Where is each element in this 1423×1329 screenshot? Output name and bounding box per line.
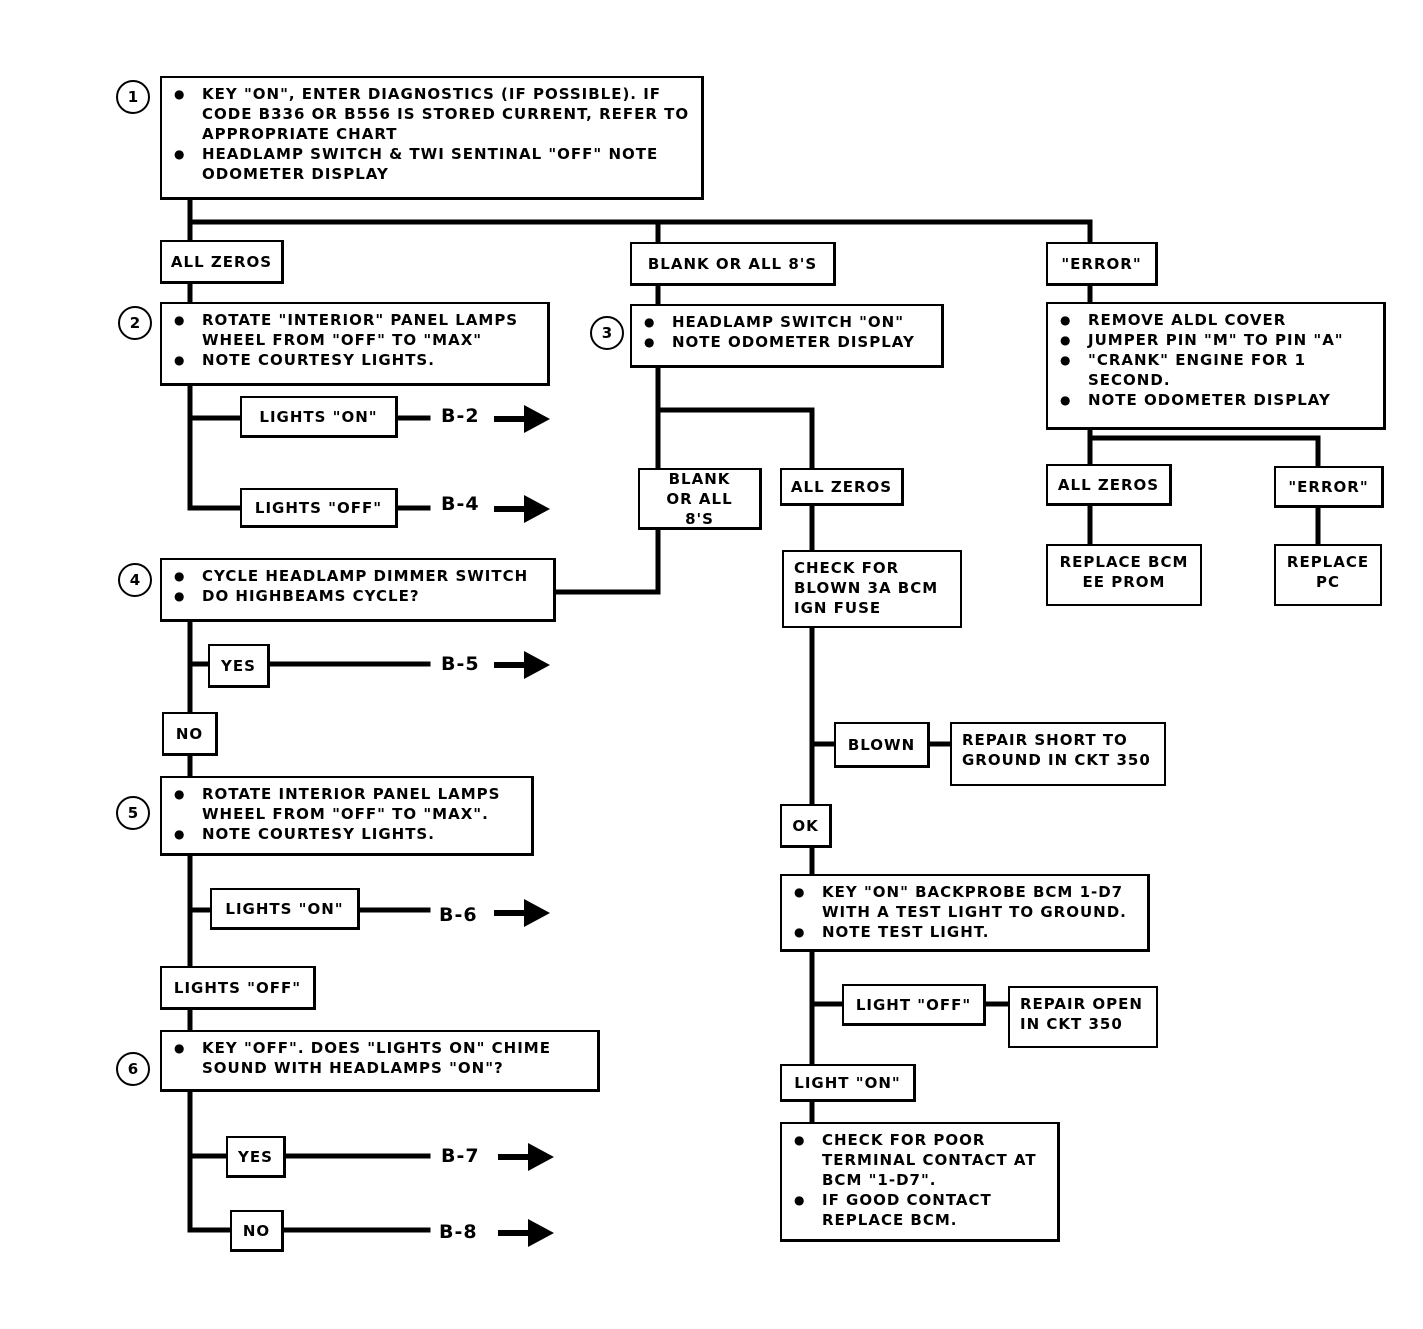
label-light-on: LIGHT "ON" — [780, 1064, 916, 1102]
step-4-box: CYCLE HEADLAMP DIMMER SWITCH DO HIGHBEAM… — [160, 558, 556, 622]
step-number-5: 5 — [116, 796, 150, 830]
test-light-box: KEY "ON" BACKPROBE BCM 1-D7 WITH A TEST … — [780, 874, 1150, 952]
error-procedure-bullet: JUMPER PIN "M" TO PIN "A" — [1056, 330, 1375, 350]
label-yes: YES — [208, 644, 270, 688]
right-arrow-icon — [494, 899, 550, 927]
step-2-bullet: ROTATE "INTERIOR" PANEL LAMPS WHEEL FROM… — [170, 310, 539, 350]
repair-short-box: REPAIR SHORT TO GROUND IN CKT 350 — [950, 722, 1166, 786]
step-number-2: 2 — [118, 306, 152, 340]
step-2-box: ROTATE "INTERIOR" PANEL LAMPS WHEEL FROM… — [160, 302, 550, 386]
right-arrow-icon — [498, 1219, 554, 1247]
terminal-contact-bullet: IF GOOD CONTACT REPLACE BCM. — [790, 1190, 1049, 1230]
terminal-contact-box: CHECK FOR POOR TERMINAL CONTACT AT BCM "… — [780, 1122, 1060, 1242]
label-lights-on: LIGHTS "ON" — [210, 888, 360, 930]
ref-b4: B-4 — [441, 493, 480, 515]
label-lights-on: LIGHTS "ON" — [240, 396, 398, 438]
ref-b8: B-8 — [439, 1221, 478, 1243]
label-no: NO — [162, 712, 218, 756]
step-3-bullet: HEADLAMP SWITCH "ON" — [640, 312, 933, 332]
connector — [553, 525, 661, 595]
step-5-bullet: NOTE COURTESY LIGHTS. — [170, 824, 523, 844]
step-2-bullet: NOTE COURTESY LIGHTS. — [170, 350, 539, 370]
label-all-zeros: ALL ZEROS — [160, 240, 284, 284]
connector — [655, 407, 815, 473]
check-fuse-box: CHECK FOR BLOWN 3A BCM IGN FUSE — [782, 550, 962, 628]
label-blank-or-all-8s: BLANK OR ALL 8'S — [638, 468, 762, 530]
label-light-off: LIGHT "OFF" — [842, 984, 986, 1026]
step-1-bullet: HEADLAMP SWITCH & TWI SENTINAL "OFF" NOT… — [170, 144, 693, 184]
right-arrow-icon — [494, 651, 550, 679]
right-arrow-icon — [498, 1143, 554, 1171]
label-ok: OK — [780, 804, 832, 848]
label-all-zeros: ALL ZEROS — [1046, 464, 1172, 506]
step-number-4: 4 — [118, 563, 152, 597]
label-lights-off: LIGHTS "OFF" — [240, 488, 398, 528]
repair-open-box: REPAIR OPEN IN CKT 350 — [1008, 986, 1158, 1048]
replace-pc-box: REPLACE PC — [1274, 544, 1382, 606]
error-procedure-box: REMOVE ALDL COVER JUMPER PIN "M" TO PIN … — [1046, 302, 1386, 430]
ref-b5: B-5 — [441, 653, 480, 675]
label-error: "ERROR" — [1274, 466, 1384, 508]
step-6-bullet: KEY "OFF". DOES "LIGHTS ON" CHIME SOUND … — [170, 1038, 589, 1078]
step-number-6: 6 — [116, 1052, 150, 1086]
step-4-bullet: DO HIGHBEAMS CYCLE? — [170, 586, 545, 606]
step-3-bullet: NOTE ODOMETER DISPLAY — [640, 332, 933, 352]
label-blank-or-all-8s: BLANK OR ALL 8'S — [630, 242, 836, 286]
step-4-bullet: CYCLE HEADLAMP DIMMER SWITCH — [170, 566, 545, 586]
step-1-bullet: KEY "ON", ENTER DIAGNOSTICS (IF POSSIBLE… — [170, 84, 693, 144]
label-lights-off: LIGHTS "OFF" — [160, 966, 316, 1010]
ref-b6: B-6 — [439, 904, 478, 926]
step-5-bullet: ROTATE INTERIOR PANEL LAMPS WHEEL FROM "… — [170, 784, 523, 824]
right-arrow-icon — [494, 405, 550, 433]
test-light-bullet: KEY "ON" BACKPROBE BCM 1-D7 WITH A TEST … — [790, 882, 1139, 922]
label-no: NO — [230, 1210, 284, 1252]
step-6-box: KEY "OFF". DOES "LIGHTS ON" CHIME SOUND … — [160, 1030, 600, 1092]
step-3-box: HEADLAMP SWITCH "ON" NOTE ODOMETER DISPL… — [630, 304, 944, 368]
step-5-box: ROTATE INTERIOR PANEL LAMPS WHEEL FROM "… — [160, 776, 534, 856]
connector — [187, 195, 1093, 225]
replace-bcm-ee-prom-box: REPLACE BCM EE PROM — [1046, 544, 1202, 606]
test-light-bullet: NOTE TEST LIGHT. — [790, 922, 1139, 942]
step-1-box: KEY "ON", ENTER DIAGNOSTICS (IF POSSIBLE… — [160, 76, 704, 200]
error-procedure-bullet: REMOVE ALDL COVER — [1056, 310, 1375, 330]
ref-b2: B-2 — [441, 405, 480, 427]
step-number-3: 3 — [590, 316, 624, 350]
right-arrow-icon — [494, 495, 550, 523]
label-yes: YES — [226, 1136, 286, 1178]
label-blown: BLOWN — [834, 722, 930, 768]
connector — [187, 1087, 235, 1233]
label-error: "ERROR" — [1046, 242, 1158, 286]
error-procedure-bullet: NOTE ODOMETER DISPLAY — [1056, 390, 1375, 410]
ref-b7: B-7 — [441, 1145, 480, 1167]
step-number-1: 1 — [116, 80, 150, 114]
error-procedure-bullet: "CRANK" ENGINE FOR 1 SECOND. — [1056, 350, 1375, 390]
connector — [187, 381, 247, 511]
terminal-contact-bullet: CHECK FOR POOR TERMINAL CONTACT AT BCM "… — [790, 1130, 1049, 1190]
connector — [1087, 435, 1321, 471]
label-all-zeros: ALL ZEROS — [780, 468, 904, 506]
